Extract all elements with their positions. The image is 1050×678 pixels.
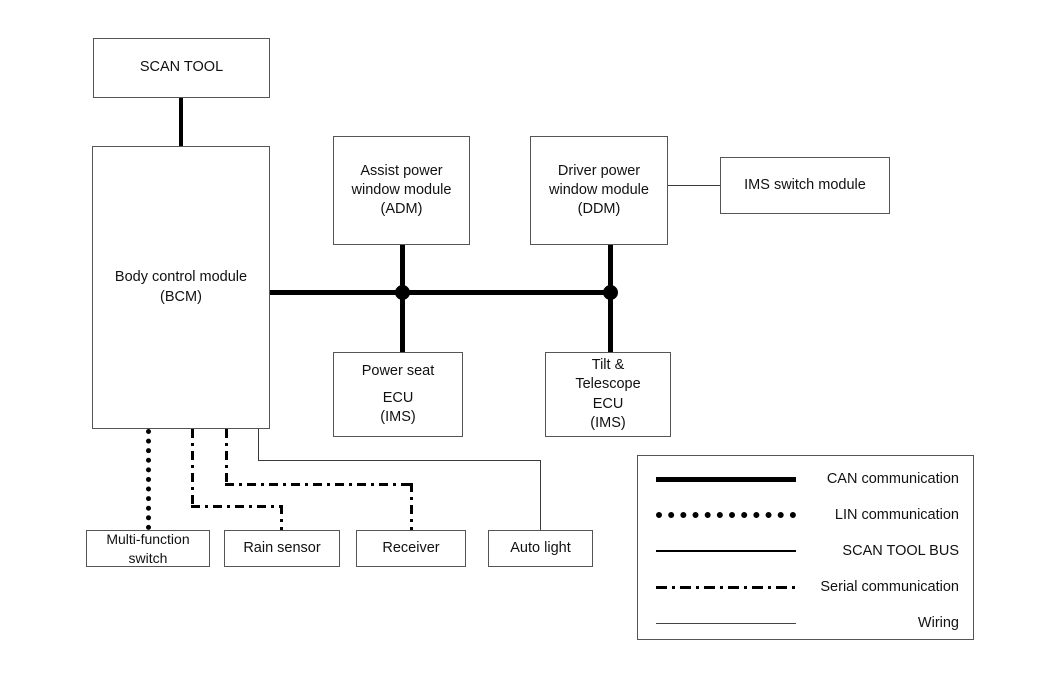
- node-ims-switch-module[interactable]: IMS switch module: [720, 157, 890, 214]
- connector-lin-bcm-multifunction: [146, 429, 151, 530]
- legend-label-lin: LIN communication: [834, 507, 959, 523]
- node-adm-label-line3: (ADM): [380, 201, 423, 218]
- connector-wiring-bcm-autolight-segment2: [258, 460, 541, 461]
- node-ddm-label-line1: Driver power: [557, 162, 641, 179]
- legend-sample-wiring-icon: [656, 617, 796, 629]
- connector-scantool-bcm: [179, 98, 183, 147]
- legend-label-can: CAN communication: [826, 471, 959, 487]
- node-receiver[interactable]: Receiver: [356, 530, 466, 567]
- connector-wiring-bcm-autolight-segment3: [540, 460, 541, 531]
- node-tilt-label-line3: ECU: [592, 395, 624, 412]
- legend-row-serial: Serial communication: [638, 570, 973, 604]
- connector-serial-bcm-rainsensor-segment2: [191, 505, 283, 508]
- node-driver-power-window-module[interactable]: Driver power window module (DDM): [530, 136, 668, 245]
- node-receiver-label: Receiver: [382, 539, 440, 556]
- node-ddm-label-line3: (DDM): [577, 201, 621, 218]
- connector-can-bus-horizontal: [270, 290, 613, 295]
- junction-dot-ddm: [603, 285, 618, 300]
- legend-sample-can-icon: [656, 473, 796, 485]
- connector-wiring-bcm-autolight-segment1: [258, 429, 259, 461]
- node-auto-light[interactable]: Auto light: [488, 530, 593, 567]
- node-auto-light-label: Auto light: [510, 539, 571, 556]
- legend-label-scan-tool-bus: SCAN TOOL BUS: [842, 543, 959, 559]
- connector-serial-bcm-receiver-segment1: [225, 429, 228, 486]
- node-rain-sensor[interactable]: Rain sensor: [224, 530, 340, 567]
- legend-row-wiring: Wiring: [638, 606, 973, 640]
- connector-serial-bcm-rainsensor-segment1: [191, 429, 194, 508]
- node-tilt-telescope-ecu[interactable]: Tilt & Telescope ECU (IMS): [545, 352, 671, 437]
- node-ddm-label-line2: window module: [549, 181, 649, 198]
- legend-row-can: CAN communication: [638, 462, 973, 496]
- connector-wiring-ddm-ims: [668, 185, 721, 186]
- legend-sample-serial-icon: [656, 581, 796, 593]
- node-assist-power-window-module[interactable]: Assist power window module (ADM): [333, 136, 470, 245]
- legend-sample-lin-icon: [656, 509, 796, 521]
- junction-dot-adm: [395, 285, 410, 300]
- node-tilt-label-line4: (IMS): [590, 414, 626, 431]
- legend-panel: CAN communication LIN communication SCAN…: [637, 455, 974, 640]
- node-power-seat-label-line1: Power seat: [361, 362, 435, 379]
- legend-sample-scan-tool-bus-icon: [656, 545, 796, 557]
- node-ims-switch-label: IMS switch module: [744, 176, 866, 193]
- node-multi-function-switch[interactable]: Multi-function switch: [86, 530, 210, 567]
- node-multi-function-switch-label-line2: switch: [128, 549, 168, 566]
- node-multi-function-switch-label-line1: Multi-function: [106, 531, 190, 548]
- connector-serial-bcm-rainsensor-segment3: [280, 505, 283, 531]
- node-bcm-label-line1: Body control module: [114, 269, 248, 286]
- legend-label-wiring: Wiring: [917, 615, 959, 631]
- node-body-control-module[interactable]: Body control module (BCM): [92, 146, 270, 429]
- node-power-seat-label-line3: (IMS): [380, 409, 416, 426]
- connector-serial-bcm-receiver-segment3: [410, 483, 413, 531]
- legend-row-scan-tool-bus: SCAN TOOL BUS: [638, 534, 973, 568]
- legend-row-lin: LIN communication: [638, 498, 973, 532]
- node-bcm-label-line2: (BCM): [160, 288, 202, 305]
- node-rain-sensor-label: Rain sensor: [243, 539, 321, 556]
- legend-label-serial: Serial communication: [820, 579, 959, 595]
- connector-serial-bcm-receiver-segment2: [225, 483, 413, 486]
- node-tilt-label-line2: Telescope: [575, 376, 641, 393]
- node-adm-label-line2: window module: [351, 181, 452, 198]
- node-power-seat-ecu[interactable]: Power seat ECU (IMS): [333, 352, 463, 437]
- node-scan-tool-label: SCAN TOOL: [139, 59, 224, 76]
- node-tilt-label-line1: Tilt &: [591, 357, 625, 374]
- node-adm-label-line1: Assist power: [360, 162, 443, 179]
- node-scan-tool[interactable]: SCAN TOOL: [93, 38, 270, 98]
- node-power-seat-label-line2: ECU: [382, 389, 414, 406]
